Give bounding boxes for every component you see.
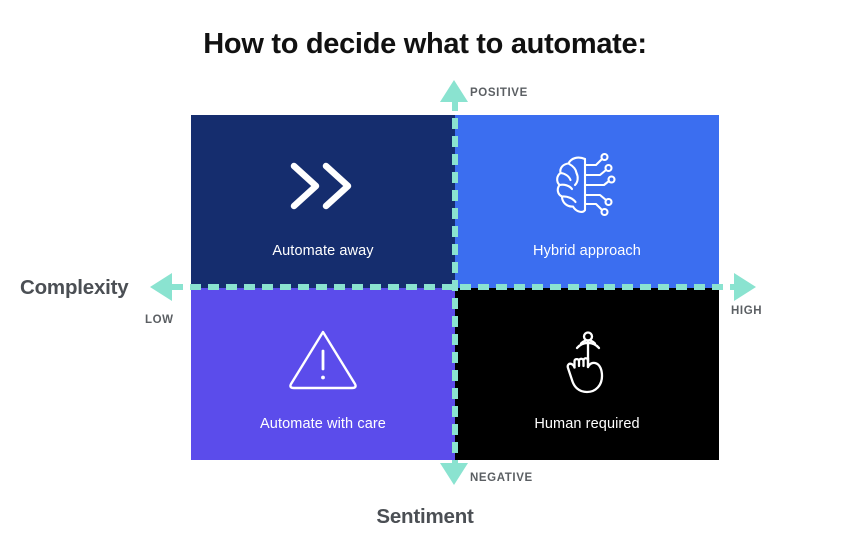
arrow-up-icon bbox=[440, 80, 468, 102]
arrow-right-icon bbox=[734, 273, 756, 301]
horizontal-axis-dashed-line bbox=[172, 284, 740, 290]
hand-tap-icon bbox=[541, 316, 633, 402]
warning-triangle-icon bbox=[277, 316, 369, 402]
axis-title-sentiment: Sentiment bbox=[376, 505, 474, 528]
quadrant-human-required[interactable]: Human required bbox=[455, 287, 719, 460]
quadrant-hybrid-approach[interactable]: Hybrid approach bbox=[455, 115, 719, 288]
arrow-down-icon bbox=[440, 463, 468, 485]
quadrant-label: Automate with care bbox=[260, 415, 386, 432]
double-chevron-icon bbox=[277, 143, 369, 229]
axis-title-complexity: Complexity bbox=[20, 276, 129, 299]
quadrant-label: Hybrid approach bbox=[533, 243, 641, 260]
axis-endcap-positive: POSITIVE bbox=[470, 87, 528, 99]
axis-endcap-negative: NEGATIVE bbox=[470, 472, 533, 484]
quadrant-automate-away[interactable]: Automate away bbox=[191, 115, 455, 288]
axis-endcap-high: HIGH bbox=[731, 305, 763, 317]
quadrant-automate-with-care[interactable]: Automate with care bbox=[191, 287, 455, 460]
page-title: How to decide what to automate: bbox=[203, 28, 647, 60]
quadrant-label: Human required bbox=[534, 415, 640, 432]
quadrant-matrix: Automate away bbox=[191, 115, 719, 460]
arrow-left-icon bbox=[150, 273, 172, 301]
axis-endcap-low: LOW bbox=[145, 314, 174, 326]
quadrant-label: Automate away bbox=[272, 243, 374, 260]
brain-circuit-icon bbox=[541, 143, 633, 229]
